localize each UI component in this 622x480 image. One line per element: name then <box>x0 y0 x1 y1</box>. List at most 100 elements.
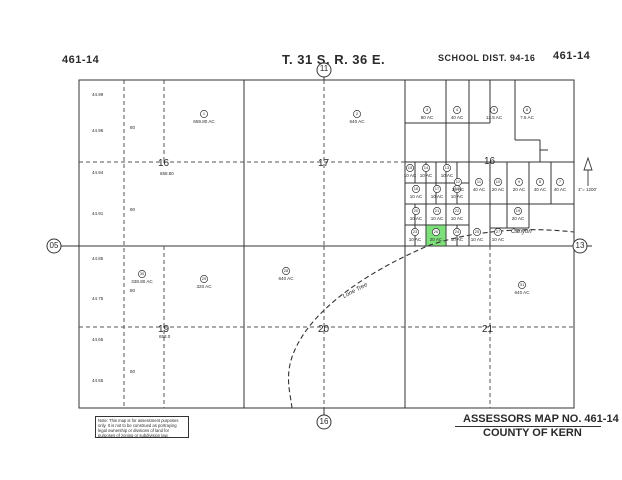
parcel-area: 10 AC <box>450 194 464 199</box>
lot-label: 44.99 <box>92 92 104 97</box>
lot-label: 80 <box>130 207 136 212</box>
parcel-number-circle <box>475 178 483 186</box>
parcel-number-circle <box>453 185 461 193</box>
lot-label: 44.55 <box>92 378 104 383</box>
parcel-number-circle <box>411 228 419 236</box>
school-district: SCHOOL DIST. 94-16 <box>438 53 536 63</box>
road-label-canyon: Canyon <box>511 229 532 235</box>
parcel-area: 10 AC <box>403 173 417 178</box>
section-20: 20 <box>318 324 330 335</box>
parcel-area: 10 AC <box>408 237 422 242</box>
parcel-number-circle <box>432 228 440 236</box>
parcel-number: 1 <box>202 111 206 116</box>
township-range: T. 31 S. R. 36 E. <box>282 52 386 67</box>
assessors-map-number: ASSESSORS MAP NO. 461-14 <box>463 413 619 425</box>
parcel-number-circle <box>556 178 564 186</box>
parcel-number-circle <box>200 110 208 118</box>
parcel-area: 659.80 AC <box>193 119 215 124</box>
footer-rule <box>455 426 601 427</box>
lone-tree-canyon-road <box>288 229 575 409</box>
parcel-area: 640 AC <box>278 276 294 281</box>
adjoining-right <box>572 238 588 254</box>
parcel-number: 19 <box>515 208 521 213</box>
parcel-number: 12 <box>455 179 461 184</box>
parcel-area: 338.80 AC <box>131 279 153 284</box>
parcel-area: 10 AC <box>409 194 423 199</box>
adjoining-label-right: 13 <box>575 241 585 250</box>
parcel-number: 27 <box>495 229 501 234</box>
lot-label: 80 <box>130 125 136 130</box>
parcel-number: 20 <box>413 208 419 213</box>
lot-label: 80 <box>130 288 136 293</box>
parcel-area: 10 AC <box>450 237 464 242</box>
parcel-number: 28 <box>283 268 289 273</box>
parcel-number: 18 <box>454 186 460 191</box>
parcel-number: 24 <box>454 229 460 234</box>
parcel-area: 10 AC <box>430 216 444 221</box>
parcel-number-circle <box>473 228 481 236</box>
section-19: 19 <box>158 324 170 335</box>
lot-label: 44.96 <box>92 128 104 133</box>
parcel-number-circle <box>518 281 526 289</box>
section-16: 16 <box>158 158 170 169</box>
parcel-number: 15 <box>407 165 413 170</box>
parcel-number-circle <box>453 228 461 236</box>
parcel-number: 6 <box>525 107 529 112</box>
parcel-number-circle <box>514 207 522 215</box>
parcel-number: 9 <box>517 179 521 184</box>
adjoining-left <box>46 238 62 254</box>
parcel-area: 40 AC <box>553 187 567 192</box>
parcel-area: 20 AC <box>451 187 465 192</box>
parcel-number-circle <box>443 164 451 172</box>
parcel-number-circle <box>490 106 498 114</box>
parcel-number: 17 <box>434 186 440 191</box>
lot-label: 80 <box>130 369 136 374</box>
parcel-number-circle <box>200 275 208 283</box>
lot-label: 44.75 <box>92 296 104 301</box>
township-boundary <box>78 79 575 409</box>
parcel-area: 40 AC <box>472 187 486 192</box>
parcel-number-circle <box>536 178 544 186</box>
parcel-number: 2 <box>355 111 359 116</box>
parcel-number-circle <box>422 164 430 172</box>
parcel-area: 10 AC <box>430 194 444 199</box>
section-17: 17 <box>318 158 330 169</box>
parcel-number: 22 <box>454 208 460 213</box>
county-name: COUNTY OF KERN <box>483 427 582 439</box>
parcel-number: 25 <box>474 229 480 234</box>
adjoining-label-top: 11 <box>319 64 329 73</box>
parcel-area: 10 AC <box>409 216 423 221</box>
parcel-number: 5 <box>492 107 496 112</box>
parcel-number-circle <box>433 185 441 193</box>
map-number-left: 461-14 <box>62 54 100 66</box>
parcel-number: 29 <box>201 276 207 281</box>
section-area: 658.80 <box>160 171 174 176</box>
section-21: 21 <box>482 324 494 335</box>
parcel-area: 20 AC <box>429 237 443 242</box>
parcel-area: 20 AC <box>491 187 505 192</box>
parcel-number: 14 <box>423 165 429 170</box>
parcel-number: 21 <box>434 208 440 213</box>
parcel-number: 4 <box>455 107 459 112</box>
parcel-number: 3 <box>425 107 429 112</box>
lot-label: 44.94 <box>92 170 104 175</box>
parcel-number-circle <box>353 110 361 118</box>
parcel-number: 11 <box>476 179 482 184</box>
parcel-area: 20 AC <box>512 187 526 192</box>
parcel-area: 7.5 AC <box>520 115 534 120</box>
parcel-area: 20 AC <box>511 216 525 221</box>
parcel-area: 40 AC <box>450 115 464 120</box>
parcel-area: 40 AC <box>533 187 547 192</box>
parcel-number-circle <box>423 106 431 114</box>
parcel-number-circle <box>406 164 414 172</box>
north-arrow <box>583 156 593 186</box>
adjoining-top <box>316 62 332 78</box>
parcel-number-circle <box>494 178 502 186</box>
parcel-number-circle <box>453 106 461 114</box>
parcel-number: 30 <box>139 271 145 276</box>
parcel-number-circle <box>138 270 146 278</box>
parcel-number: 16 <box>413 186 419 191</box>
section-16b: 16 <box>484 156 496 167</box>
lot-label: 44.85 <box>92 256 104 261</box>
